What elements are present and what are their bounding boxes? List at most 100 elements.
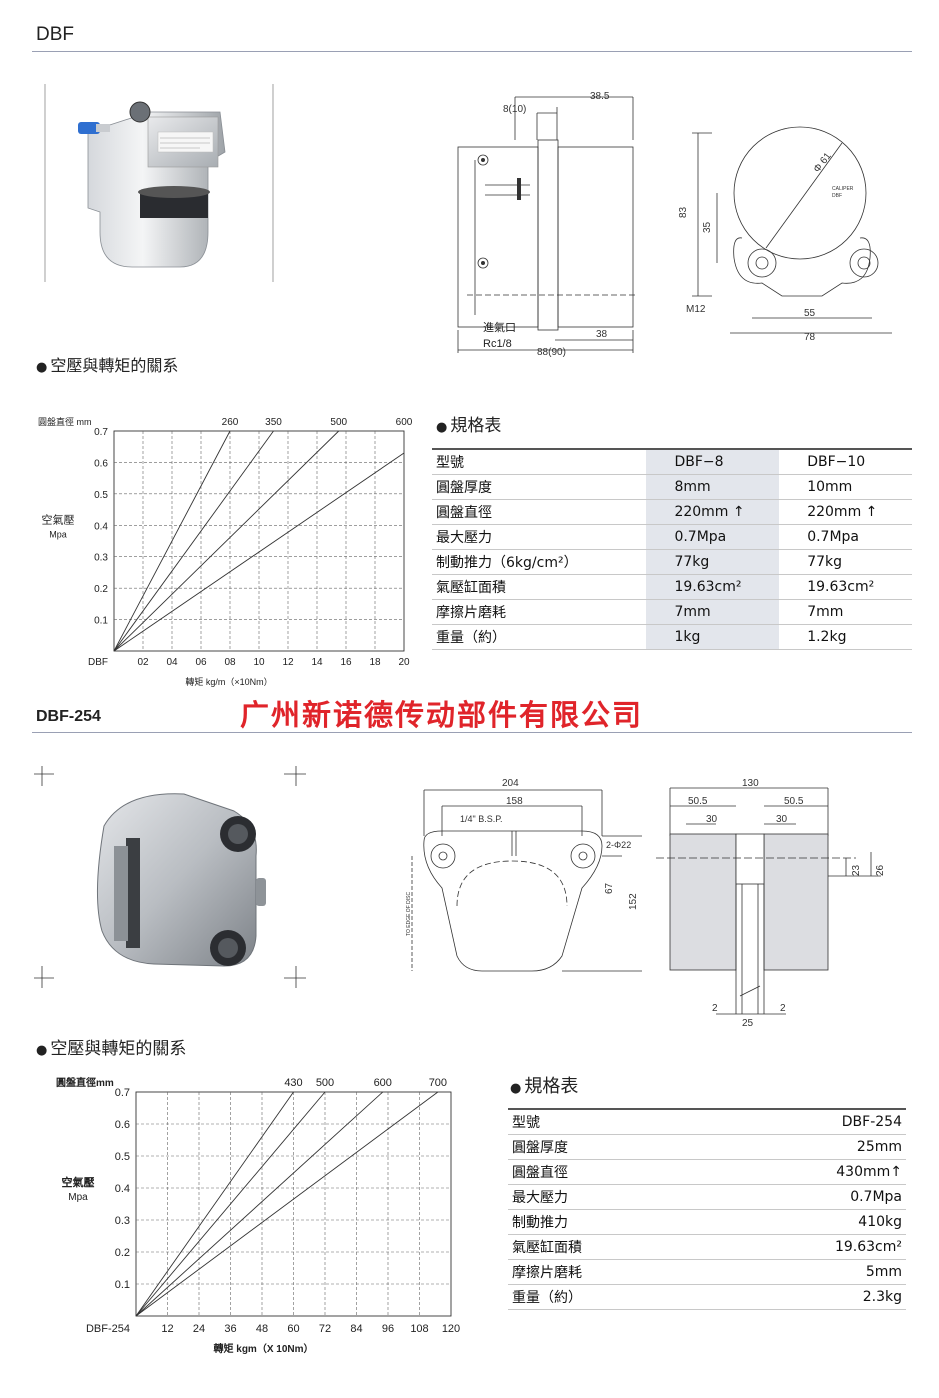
disc-diameter-label: 圓盤直徑mm bbox=[56, 1076, 114, 1089]
x-tick-label: 120 bbox=[442, 1323, 460, 1335]
series-line bbox=[135, 1091, 439, 1317]
dim-38-5: 38.5 bbox=[590, 91, 610, 102]
series-line bbox=[113, 430, 340, 652]
dim-50-5-right: 50.5 bbox=[784, 796, 804, 807]
dim-m12: M12 bbox=[686, 304, 706, 315]
x-tick-label: 06 bbox=[195, 657, 207, 668]
series-label: 700 bbox=[429, 1077, 447, 1089]
dbf254-front-drawing: 204 158 1/4" B.S.P. 2-Φ22 67 152 TO EDGE… bbox=[402, 776, 642, 986]
x-tick-label: 10 bbox=[253, 657, 265, 668]
disc-diameter-label: 圓盤直徑 mm bbox=[38, 416, 92, 427]
dbf-front-svg: 83 35 Φ 61 CALIPER DBF M12 55 78 bbox=[678, 126, 892, 343]
y-tick-label: 0.4 bbox=[94, 521, 108, 532]
caliper-label: CALIPER bbox=[832, 186, 854, 192]
spec-label-cell: 型號 bbox=[432, 448, 647, 475]
y-tick-label: 0.6 bbox=[94, 458, 108, 469]
dim-8-10: 8(10) bbox=[503, 104, 526, 115]
x-origin-label: DBF-254 bbox=[86, 1323, 130, 1335]
x-tick-label: 72 bbox=[319, 1323, 331, 1335]
spec-label-cell: 圓盤直徑 bbox=[432, 499, 647, 525]
dim-2phi22: 2-Φ22 bbox=[606, 840, 631, 850]
dbf-side-drawing: 8(10) 38.5 進氣口 Rc1/8 38 88(90) bbox=[455, 85, 655, 360]
dim-phi61: Φ 61 bbox=[812, 150, 834, 174]
spec-value-cell: DBF−10 bbox=[779, 448, 912, 475]
spec-title-text: 規格表 bbox=[450, 416, 502, 436]
x-tick-label: 12 bbox=[282, 657, 294, 668]
y-axis-label: 空氣壓 bbox=[42, 512, 75, 526]
spec-value-cell: 0.7Mpa bbox=[710, 1184, 906, 1210]
x-tick-label: 16 bbox=[340, 657, 352, 668]
spec-value-cell: 1.2kg bbox=[779, 624, 912, 650]
x-tick-label: 20 bbox=[398, 657, 410, 668]
spec-label-cell: 圓盤厚度 bbox=[432, 474, 647, 500]
spec-label-cell: 氣壓缸面積 bbox=[432, 574, 647, 600]
dim-88-90: 88(90) bbox=[537, 347, 566, 358]
spec-label-cell: 摩擦片磨耗 bbox=[432, 599, 647, 625]
spec-value-cell: 7mm bbox=[779, 599, 912, 625]
section-title-spec-dbf: ●規格表 bbox=[436, 416, 502, 436]
relation-title-text: 空壓與轉矩的關系 bbox=[50, 356, 179, 375]
series-label: 500 bbox=[316, 1077, 334, 1089]
spec-value-cell: 19.63cm² bbox=[779, 574, 912, 600]
spec-label-cell: 圓盤厚度 bbox=[508, 1134, 711, 1160]
bsp-label: 1/4" B.S.P. bbox=[460, 814, 503, 824]
y-tick-label: 0.7 bbox=[94, 427, 108, 438]
dim-30-right: 30 bbox=[776, 814, 788, 825]
dbf-front-drawing: 83 35 Φ 61 CALIPER DBF M12 55 78 bbox=[672, 118, 912, 350]
dim-25: 25 bbox=[742, 1018, 754, 1029]
dim-30-left: 30 bbox=[706, 814, 718, 825]
spec-value-cell: DBF−8 bbox=[646, 448, 780, 475]
company-name: 广州新诺德传动部件有限公司 bbox=[240, 698, 644, 732]
spec-value-cell: 410kg bbox=[710, 1209, 906, 1235]
dbf-photo-svg bbox=[44, 84, 274, 282]
dim-67: 67 bbox=[604, 882, 615, 894]
x-tick-label: 36 bbox=[224, 1323, 236, 1335]
series-line bbox=[113, 430, 274, 652]
spec-label-cell: 氣壓缸面積 bbox=[508, 1234, 711, 1260]
y-tick-label: 0.7 bbox=[115, 1087, 130, 1099]
x-tick-label: 96 bbox=[382, 1323, 394, 1335]
x-tick-label: 14 bbox=[311, 657, 323, 668]
section-title-relation-dbf: ●空壓與轉矩的關系 bbox=[36, 356, 179, 375]
x-tick-label: 48 bbox=[256, 1323, 268, 1335]
spec-value-cell: 0.7Mpa bbox=[779, 524, 912, 550]
spec-value-cell: 1kg bbox=[646, 624, 780, 650]
dim-35: 35 bbox=[702, 221, 713, 233]
y-tick-label: 0.3 bbox=[115, 1215, 130, 1227]
series-label: 600 bbox=[396, 417, 413, 428]
caliper-dbf-label: DBF bbox=[832, 193, 842, 199]
spec-label-cell: 重量（約） bbox=[432, 624, 647, 650]
to-edge-of-disc: TO EDGE OF DISC bbox=[406, 892, 412, 936]
dbf254-product-photo bbox=[34, 766, 306, 988]
y-tick-label: 0.2 bbox=[115, 1247, 130, 1259]
dim-26: 26 bbox=[875, 864, 886, 876]
y-axis-unit: Mpa bbox=[49, 529, 67, 539]
spec-value-cell: 5mm bbox=[710, 1259, 906, 1285]
y-tick-label: 0.4 bbox=[115, 1183, 130, 1195]
spec-value-cell: 220mm ↑ bbox=[646, 499, 780, 525]
spec-value-cell: 19.63cm² bbox=[710, 1234, 906, 1260]
x-axis-label: 轉矩 kgm（X 10Nm） bbox=[213, 1342, 313, 1354]
series-label: 350 bbox=[265, 417, 282, 428]
dim-38: 38 bbox=[596, 329, 608, 340]
model-title-dbf254: DBF-254 bbox=[36, 708, 101, 725]
dbf254-side-svg: 130 50.5 50.5 30 30 23 26 2 2 25 bbox=[656, 778, 886, 1029]
spec-label-cell: 制動推力 bbox=[508, 1209, 711, 1235]
x-tick-label: 04 bbox=[166, 657, 178, 668]
dbf254-rule bbox=[32, 732, 912, 733]
